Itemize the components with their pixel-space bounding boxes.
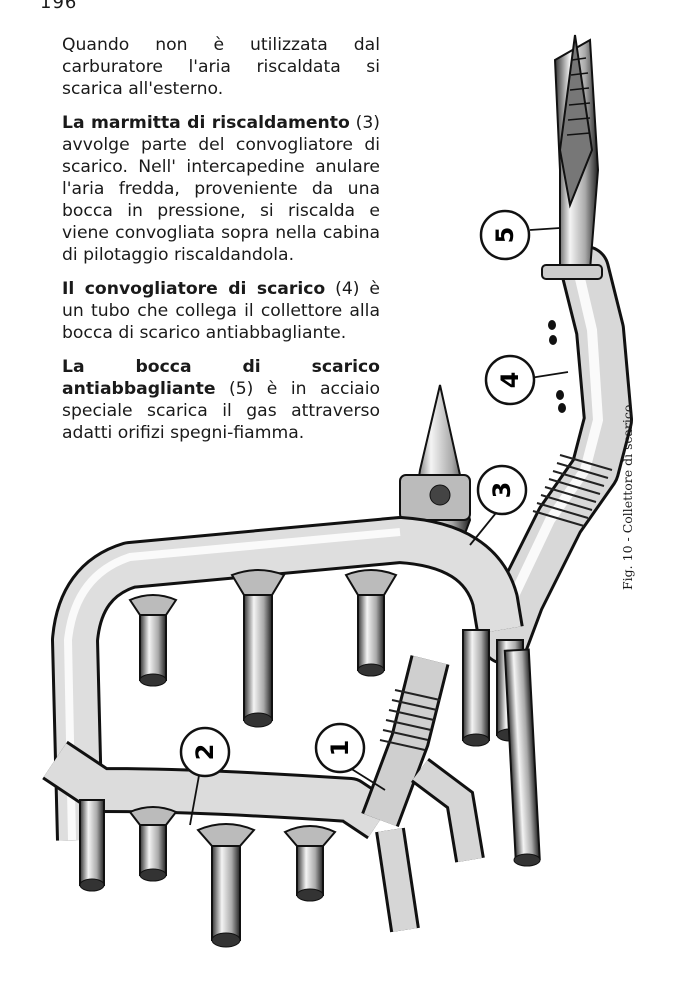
stub-pipe (230, 569, 286, 728)
paragraph-2-bold: La marmitta di riscaldamento (62, 113, 350, 133)
figure-caption: Fig. 10 - Collettore di scarico (620, 404, 635, 590)
page-number: 196 (40, 0, 78, 13)
callout-5: 5 (479, 209, 531, 261)
body-text: Quando non è utilizzata dal carburatore … (62, 34, 380, 456)
callout-4-label: 4 (496, 372, 524, 389)
stub-pipe (283, 825, 337, 902)
stub-pipe (196, 823, 256, 948)
callout-4: 4 (484, 354, 536, 406)
stub-pipe (462, 629, 490, 747)
paragraph-3-text: (4) è un tubo che collega il collettore … (62, 279, 380, 343)
paragraph-4: La bocca di scarico antiabbagliante (5) … (62, 356, 380, 444)
callout-3-label: 3 (488, 482, 516, 499)
stub-pipe (128, 806, 178, 882)
paragraph-2: La marmitta di riscaldamento (3) avvolge… (62, 112, 380, 266)
paragraph-3: Il convogliatore di scarico (4) è un tub… (62, 278, 380, 344)
anti-glare-exhaust-mouth (541, 34, 603, 280)
paragraph-1-text: Quando non è utilizzata dal carburatore … (62, 35, 380, 99)
callout-1-label: 1 (326, 740, 354, 757)
paragraph-3-bold: Il convogliatore di scarico (62, 279, 326, 299)
paragraph-1: Quando non è utilizzata dal carburatore … (62, 34, 380, 100)
lower-manifold-ring (42, 655, 485, 933)
paragraph-2-text: (3) avvolge parte del convogliatore di s… (62, 113, 381, 265)
stub-pipe (344, 569, 398, 677)
callout-3: 3 (476, 464, 528, 516)
callout-1: 1 (314, 722, 366, 774)
stub-pipes (79, 569, 541, 948)
stub-pipe (503, 648, 541, 867)
upper-manifold-ring (51, 516, 524, 841)
paragraph-4-text: (5) è in acciaio speciale scarica il gas… (62, 379, 380, 443)
callout-5-label: 5 (491, 227, 519, 244)
stub-pipe (79, 799, 105, 892)
callout-2-label: 2 (191, 744, 219, 761)
exhaust-conveyor-tube (480, 245, 633, 665)
paragraph-4-bold: La bocca di scarico antiabbagliante (62, 357, 380, 399)
stub-pipe (128, 594, 178, 687)
callout-2: 2 (179, 726, 231, 778)
